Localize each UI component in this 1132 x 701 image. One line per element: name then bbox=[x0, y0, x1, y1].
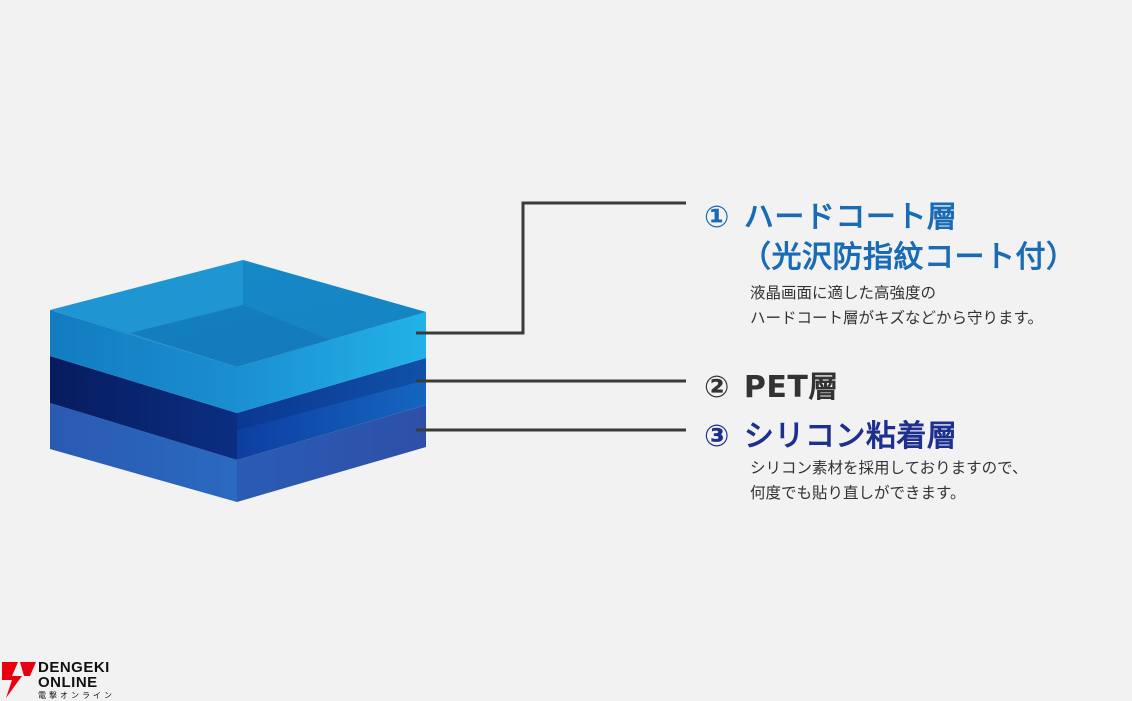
hard-coat-description-line-1: 液晶画面に適した高強度の bbox=[750, 284, 937, 302]
logo-text-line-2: ONLINE bbox=[38, 674, 98, 691]
dengeki-online-logo: DENGEKI ONLINE 電撃オンライン bbox=[0, 656, 135, 700]
silicone-description-line-2: 何度でも貼り直しができます。 bbox=[750, 484, 966, 502]
silicone-description: シリコン素材を採用しておりますので、 何度でも貼り直しができます。 bbox=[750, 456, 1027, 506]
hard-coat-layer bbox=[50, 260, 426, 413]
logo-text-line-3: 電撃オンライン bbox=[38, 691, 115, 700]
hard-coat-name: ハードコート層 bbox=[743, 200, 958, 235]
hard-coat-number: ① bbox=[704, 200, 730, 235]
leader-lines bbox=[416, 201, 686, 432]
silicone-number: ③ bbox=[704, 419, 730, 454]
logo-text-line-1: DENGEKI bbox=[38, 659, 110, 676]
hard-coat-subtitle: （光沢防指紋コート付） bbox=[741, 240, 1077, 275]
pet-number: ② bbox=[704, 370, 730, 405]
leader-line-hard-coat bbox=[416, 201, 686, 335]
silicone-title: ③ シリコン粘着層 bbox=[704, 411, 957, 455]
pet-title: ② PET層 bbox=[704, 362, 839, 406]
hard-coat-description-line-2: ハードコート層がキズなどから守ります。 bbox=[750, 309, 1043, 327]
pet-layer bbox=[50, 356, 426, 460]
silicone-layer bbox=[50, 403, 426, 502]
pet-name: PET層 bbox=[743, 370, 839, 405]
hard-coat-description: 液晶画面に適した高強度の ハードコート層がキズなどから守ります。 bbox=[750, 281, 1043, 331]
silicone-description-line-1: シリコン素材を採用しておりますので、 bbox=[750, 459, 1028, 477]
silicone-name: シリコン粘着層 bbox=[743, 419, 958, 454]
hard-coat-title: ① ハードコート層 bbox=[704, 192, 957, 236]
lightning-logo-icon bbox=[2, 662, 36, 698]
